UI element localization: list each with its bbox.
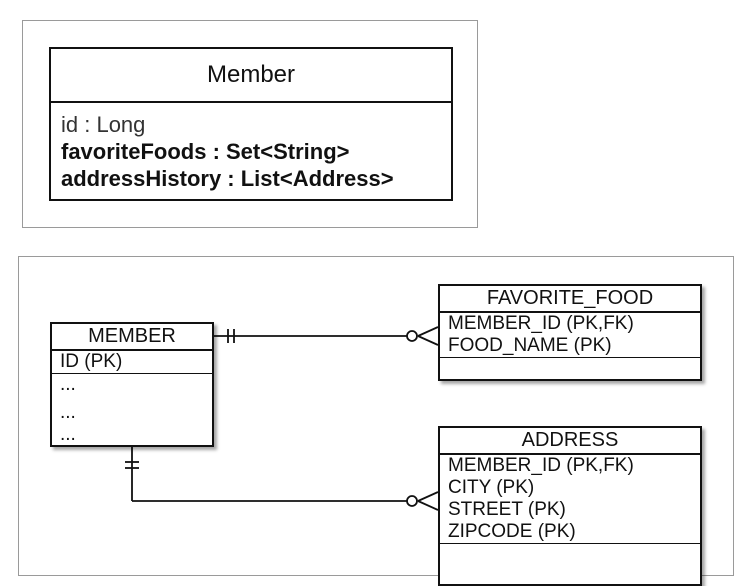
member-class-name: Member <box>51 49 451 103</box>
attribute-id: id : Long <box>61 112 146 137</box>
column-city: CITY (PK) <box>448 477 535 498</box>
attribute-favorite-foods: favoriteFoods : Set<String> <box>61 139 350 164</box>
class-diagram-panel: Member id : Long favoriteFoods : Set<Str… <box>22 20 478 228</box>
attribute-address-history: addressHistory : List<Address> <box>61 166 394 191</box>
column-member-id: MEMBER_ID (PK,FK) <box>448 313 634 334</box>
crow-foot-lower <box>417 500 439 511</box>
zero-mark <box>406 330 418 342</box>
entity-favorite-food: FAVORITE_FOOD MEMBER_ID (PK,FK) FOOD_NAM… <box>438 284 702 381</box>
entity-address-keys: MEMBER_ID (PK,FK) CITY (PK) STREET (PK) … <box>440 455 700 544</box>
entity-member: MEMBER ID (PK) ... ... ... <box>50 322 214 447</box>
column-ellipsis: ... <box>60 374 76 395</box>
column-id: ID (PK) <box>60 351 123 372</box>
entity-favorite-food-keys: MEMBER_ID (PK,FK) FOOD_NAME (PK) <box>440 313 700 358</box>
entity-favorite-food-name: FAVORITE_FOOD <box>440 286 700 313</box>
column-food-name: FOOD_NAME (PK) <box>448 335 612 356</box>
zero-mark <box>406 495 418 507</box>
entity-member-columns: ... ... ... <box>52 374 212 446</box>
relationship-member-favorite-food <box>214 326 439 346</box>
crow-foot-lower <box>417 335 439 346</box>
entity-member-name: MEMBER <box>52 324 212 351</box>
column-member-id: MEMBER_ID (PK,FK) <box>448 455 634 476</box>
entity-address: ADDRESS MEMBER_ID (PK,FK) CITY (PK) STRE… <box>438 426 702 586</box>
column-ellipsis: ... <box>60 424 76 445</box>
crow-foot-upper <box>417 326 439 337</box>
relationship-member-address <box>125 447 439 511</box>
crow-foot-upper <box>417 491 439 502</box>
relationship-lines <box>125 326 439 511</box>
entity-member-keys: ID (PK) <box>52 351 212 374</box>
member-class-box: Member id : Long favoriteFoods : Set<Str… <box>49 47 453 201</box>
column-street: STREET (PK) <box>448 499 566 520</box>
column-ellipsis: ... <box>60 402 76 423</box>
erd-panel: MEMBER ID (PK) ... ... ... FAVORITE_FOOD… <box>18 256 734 586</box>
member-class-attributes: id : Long favoriteFoods : Set<String> ad… <box>51 103 451 192</box>
entity-address-name: ADDRESS <box>440 428 700 455</box>
column-zipcode: ZIPCODE (PK) <box>448 521 576 542</box>
